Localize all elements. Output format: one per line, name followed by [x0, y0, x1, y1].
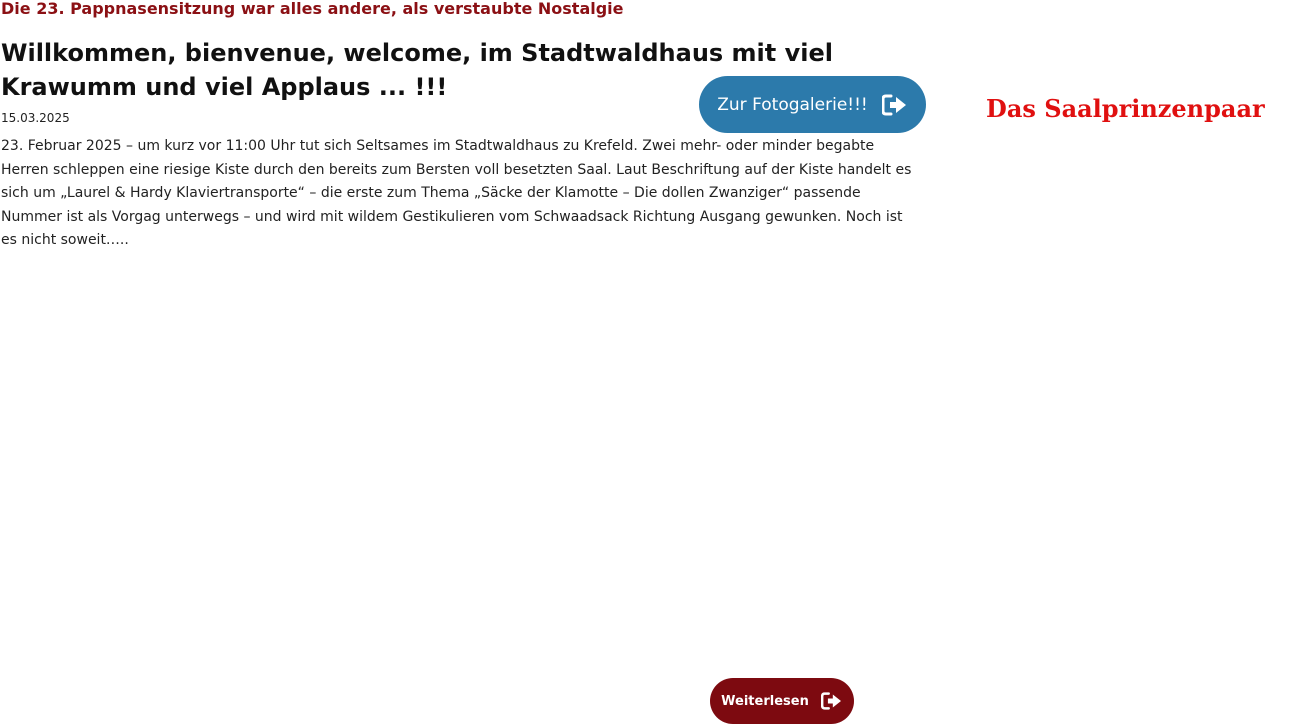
- article-kicker: Die 23. Pappnasensitzung war alles ander…: [1, 0, 624, 18]
- sidebar-heading: Das Saalprinzenpaar: [986, 94, 1265, 123]
- read-more-button[interactable]: Weiterlesen: [710, 678, 854, 724]
- article-date: 15.03.2025: [1, 111, 70, 125]
- article-teaser: 23. Februar 2025 – um kurz vor 11:00 Uhr…: [1, 138, 912, 248]
- article-headline[interactable]: Willkommen, bienvenue, welcome, im Stadt…: [1, 39, 833, 101]
- gallery-button-label: Zur Fotogalerie!!!: [717, 94, 868, 115]
- sign-out-arrow-icon: [820, 692, 843, 710]
- read-more-label: Weiterlesen: [721, 693, 809, 709]
- sign-out-arrow-icon: [881, 94, 908, 116]
- photo-gallery-button[interactable]: Zur Fotogalerie!!!: [699, 76, 926, 133]
